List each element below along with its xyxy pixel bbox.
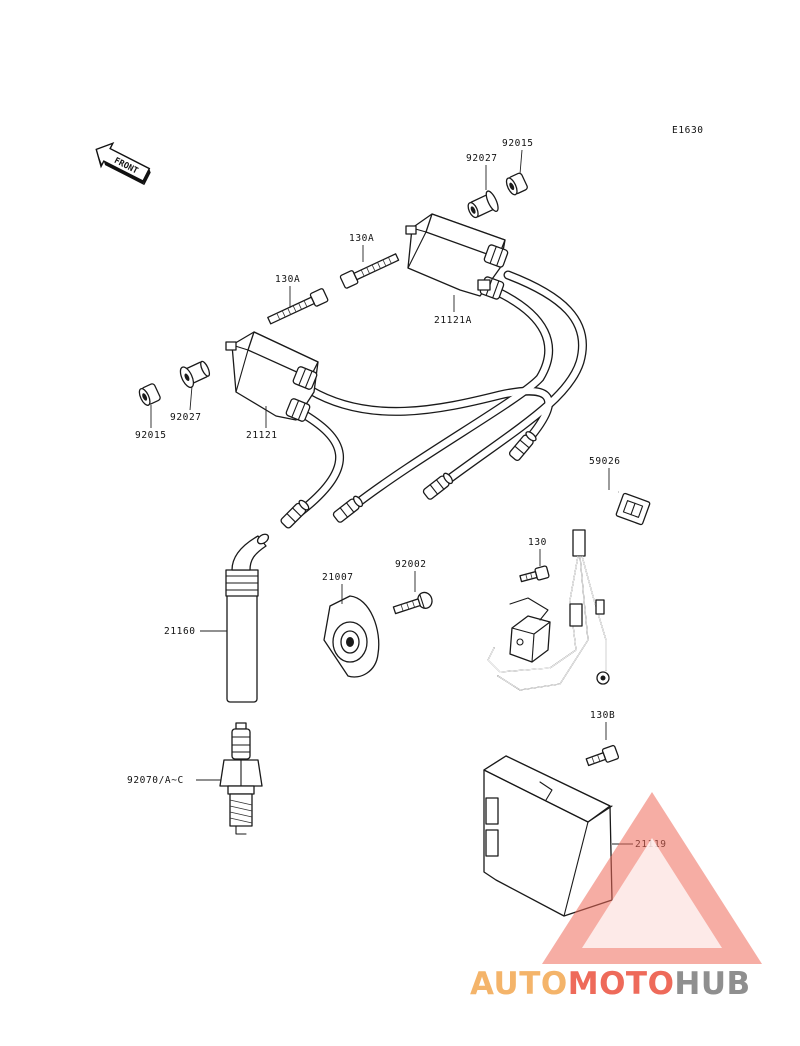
label-21121: 21121 xyxy=(246,430,278,441)
label-92015-right: 92015 xyxy=(502,138,534,149)
spark-plug-cap xyxy=(225,533,270,703)
part-labels: 92015 92027 130A 21121A 130A 92015 92027… xyxy=(127,138,666,850)
washer-92015-left xyxy=(138,383,161,406)
label-59026: 59026 xyxy=(589,456,621,467)
logo-word-hub: HUB xyxy=(674,966,750,1002)
label-21121a: 21121A xyxy=(434,315,472,326)
label-92027-right: 92027 xyxy=(466,153,498,164)
logo-word-moto: MOTO xyxy=(568,966,675,1002)
lead-terminal-2 xyxy=(332,495,364,523)
diagram-code: E1630 xyxy=(672,125,704,136)
pickup-harness xyxy=(487,491,651,691)
bolt-130a-upper xyxy=(339,253,400,289)
front-arrow-icon: FRONT xyxy=(95,141,151,186)
high-tension-leads xyxy=(280,270,587,529)
collar-92027-right xyxy=(467,190,499,219)
automotohub-logo: AUTOMOTOHUB xyxy=(470,792,762,1002)
label-92070: 92070/A~C xyxy=(127,775,184,786)
label-130a-left: 130A xyxy=(275,274,300,285)
bolt-130a-left xyxy=(267,288,329,325)
lead-terminal-1 xyxy=(422,472,454,500)
bolt-130b xyxy=(585,744,620,767)
svg-text:AUTOMOTOHUB: AUTOMOTOHUB xyxy=(470,966,751,1002)
collar-92027-left xyxy=(179,360,211,389)
label-21160: 21160 xyxy=(164,626,196,637)
label-130: 130 xyxy=(528,537,547,548)
label-92015-left: 92015 xyxy=(135,430,167,441)
label-21007: 21007 xyxy=(322,572,354,583)
label-130a-upper: 130A xyxy=(349,233,374,244)
screw-92002 xyxy=(392,591,433,615)
pickup-plate xyxy=(323,595,380,678)
spark-plug xyxy=(219,722,263,835)
label-130b: 130B xyxy=(590,710,615,721)
label-92002: 92002 xyxy=(395,559,427,570)
label-92027-left: 92027 xyxy=(170,412,202,423)
lead-terminal-4 xyxy=(280,499,310,529)
igniter-unit xyxy=(483,755,613,917)
ignition-coil-right xyxy=(405,213,509,300)
washer-92015-right xyxy=(505,172,528,196)
lead-terminal-3 xyxy=(508,431,537,462)
ignition-coil-left xyxy=(225,331,319,422)
bolt-130 xyxy=(519,565,550,583)
logo-word-auto: AUTO xyxy=(470,966,568,1002)
